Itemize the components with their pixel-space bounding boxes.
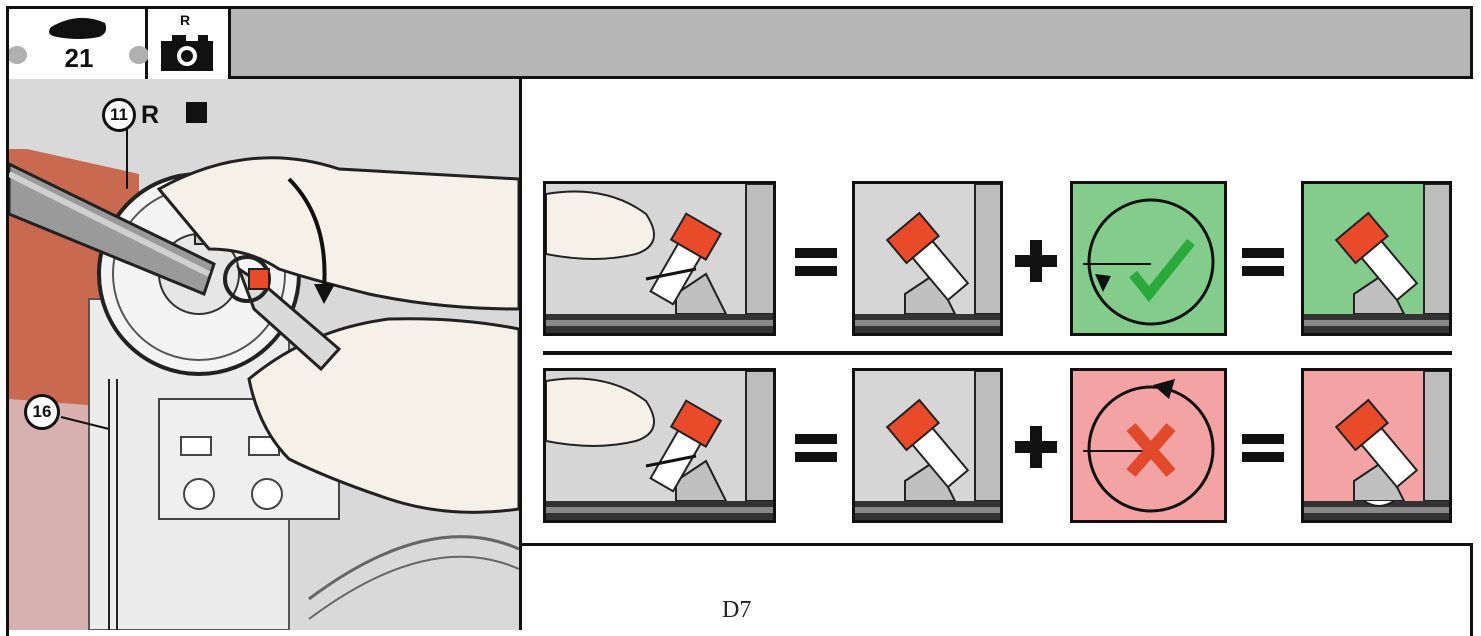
tile-hand-tighten-1 (543, 181, 776, 336)
tile-bolt-snug-1 (852, 181, 1003, 336)
equals-operator (1242, 242, 1284, 287)
tile-overturn-incorrect (1070, 368, 1227, 523)
tile-bolt-snug-2 (852, 368, 1003, 523)
equals-operator (795, 242, 837, 287)
callout-part-16: 16 (24, 394, 60, 430)
tile-result-correct (1301, 181, 1452, 336)
square-marker (186, 102, 207, 123)
equals-operator (795, 428, 837, 473)
tile-result-incorrect (1301, 368, 1452, 523)
installation-photo-illustration (9, 79, 522, 630)
step-number: 21 (57, 43, 101, 73)
camera-label: R (180, 12, 190, 28)
plus-operator (1015, 424, 1057, 475)
tile-quarter-turn-correct (1070, 181, 1227, 336)
tile-hand-tighten-2 (543, 368, 776, 523)
equals-operator (1242, 428, 1284, 473)
callout-part-11: 11 (102, 98, 136, 132)
page-label: D7 (722, 596, 751, 624)
camera-box: R (148, 9, 231, 79)
callout-part-11-suffix: R (141, 100, 159, 130)
plus-operator (1015, 238, 1057, 289)
row-divider (543, 351, 1452, 355)
step-box: 21 (9, 9, 148, 79)
check-icon (1133, 242, 1191, 294)
